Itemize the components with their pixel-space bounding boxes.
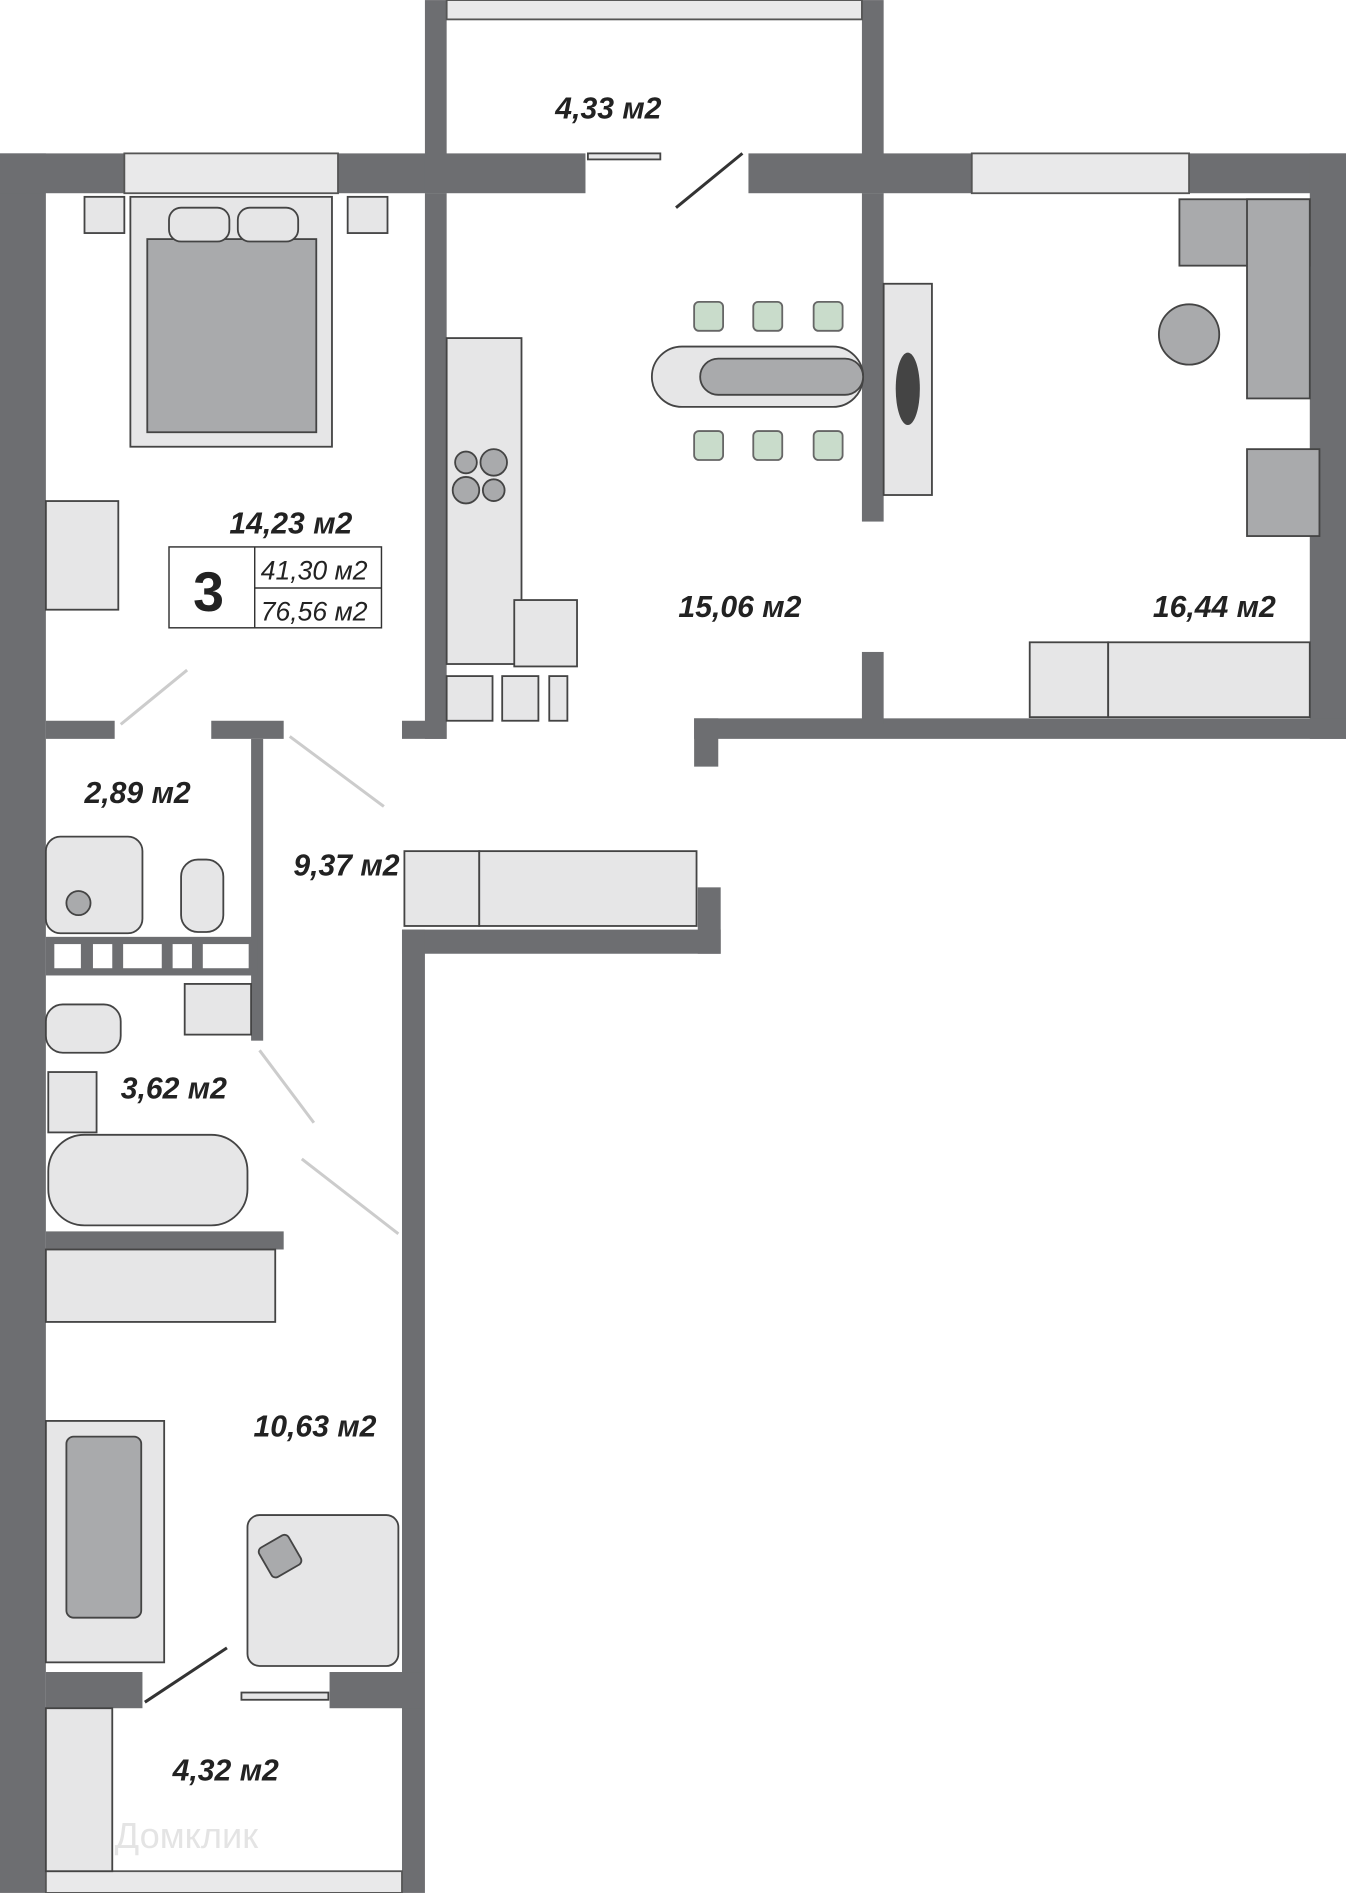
summary-box: 3 41,30 м2 76,56 м2 — [168, 546, 383, 629]
watermark: Домклик — [115, 1815, 260, 1856]
room-count: 3 — [193, 561, 224, 623]
area-living: 16,44 м2 — [1153, 591, 1276, 624]
windows — [44, 0, 1190, 1893]
doors — [119, 152, 744, 1704]
total-area: 76,56 м2 — [261, 597, 368, 627]
area-labels: 4,33 м2 14,23 м2 15,06 м2 16,44 м2 2,89 … — [84, 92, 1277, 1787]
area-kitchen: 15,06 м2 — [678, 591, 801, 624]
area-bedroom: 14,23 м2 — [229, 508, 352, 541]
furniture — [44, 195, 1321, 1873]
area-bedroom2: 10,63 м2 — [254, 1411, 377, 1444]
area-balcony-bottom: 4,32 м2 — [172, 1755, 279, 1788]
living-area: 41,30 м2 — [261, 556, 368, 586]
area-hall: 9,37 м2 — [293, 849, 399, 882]
area-balcony-top: 4,33 м2 — [554, 92, 661, 125]
area-toilet: 2,89 м2 — [84, 777, 191, 810]
area-bathroom: 3,62 м2 — [121, 1073, 227, 1106]
